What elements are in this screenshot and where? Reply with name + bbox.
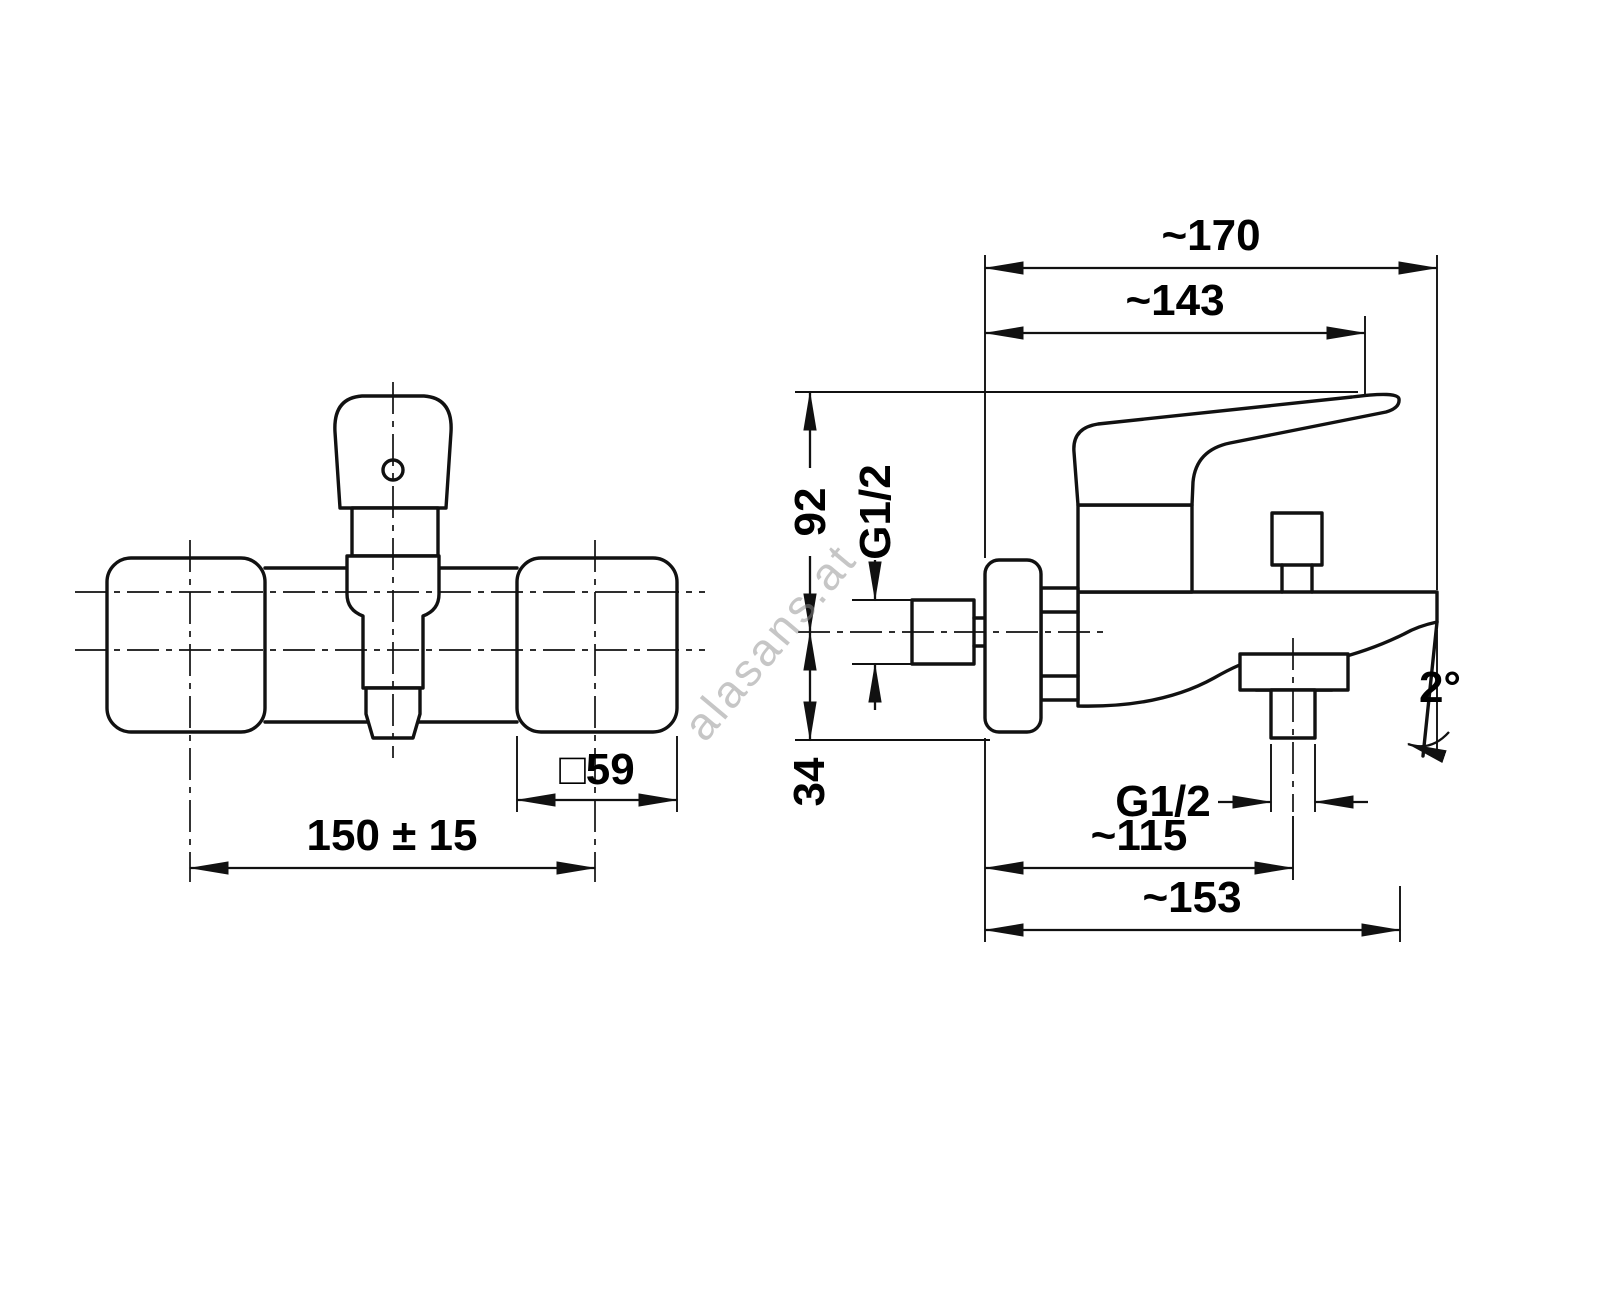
side-view: ~170 ~143 92 G1/2 34 G1/2 (785, 211, 1461, 942)
side-view-body (910, 392, 1439, 758)
handle-neck (350, 506, 440, 558)
outlet-flange (1238, 652, 1350, 692)
dim-label-inlet-thread: G1/2 (851, 464, 900, 559)
dim-label-92: 92 (786, 488, 835, 537)
front-view-body (105, 394, 679, 740)
dim-label-115: ~115 (1091, 811, 1188, 860)
front-view: □59 150 ± 15 (75, 382, 705, 882)
dim-label-outlet-thread: G1/2 (1115, 777, 1210, 826)
left-escutcheon (105, 556, 267, 734)
side-view-center-lines (798, 631, 1294, 812)
dim-label-143: ~143 (1125, 276, 1224, 325)
dim-label-34: 34 (785, 757, 834, 806)
dim-label-square59: □59 (559, 745, 635, 794)
mixer-body (1076, 503, 1194, 594)
dim-label-170: ~170 (1161, 211, 1260, 260)
dim-label-centers: 150 ± 15 (307, 811, 478, 860)
front-view-center-lines (75, 382, 705, 882)
angle-arc (1406, 731, 1450, 763)
front-view-dimensions: □59 150 ± 15 (188, 736, 679, 875)
right-escutcheon (515, 556, 679, 734)
connector-nut (1039, 586, 1080, 702)
dim-label-angle: 2° (1419, 663, 1461, 712)
watermark: alasans.at (673, 533, 867, 750)
dim-label-153: ~153 (1142, 873, 1241, 922)
lever-handle (1072, 392, 1401, 507)
tilted-face-line (1421, 620, 1439, 758)
side-view-dimensions: ~170 ~143 92 G1/2 34 G1/2 (785, 211, 1461, 942)
diverter-knob (1270, 511, 1324, 567)
wall-rosette (983, 558, 1043, 734)
